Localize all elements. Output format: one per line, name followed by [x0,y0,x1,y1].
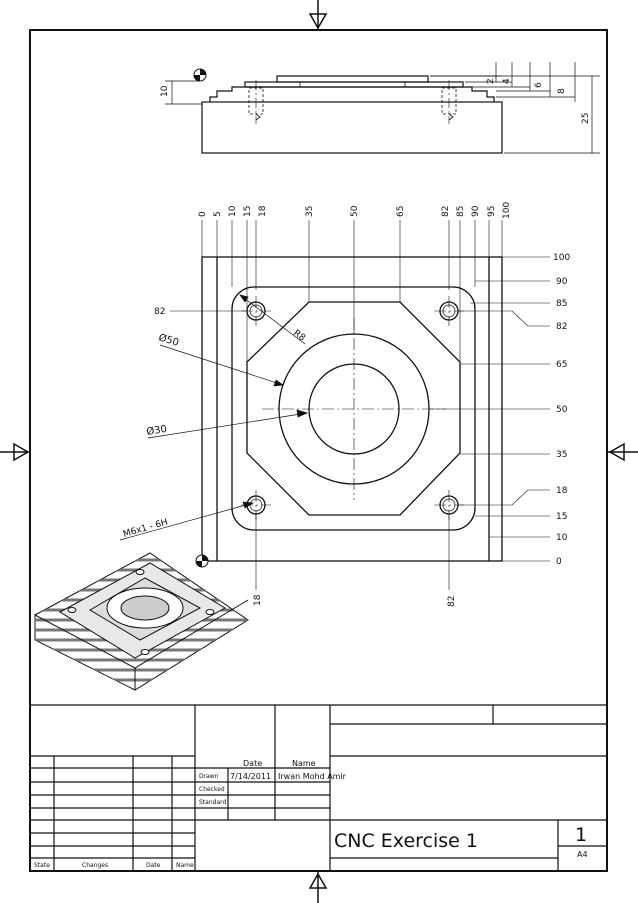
dim-8: 8 [557,88,567,94]
y-tick: 50 [556,405,568,415]
y-tick: 82 [556,322,567,332]
y-tick: 85 [556,299,567,309]
dim-2: 2 [486,78,496,84]
drawn-label: Drawn [199,773,219,780]
x-tick: 0 [198,211,208,217]
rev-state-header: State [34,862,50,869]
side-view [201,75,503,154]
x-tick: 100 [502,202,512,219]
y-ordinate-leaders [170,256,550,562]
drawing-border [29,29,608,872]
rev-date-header: Date [146,862,161,869]
checked-label: Checked [199,786,225,793]
standard-label: Standard [199,799,226,806]
dim-25: 25 [581,113,591,124]
y-tick: 0 [556,557,562,567]
x-ordinate-leaders [201,220,503,590]
date-header: Date [243,759,262,768]
y-tick: 35 [556,450,567,460]
drawn-name: Irwan Mohd Amir [278,772,347,781]
x-tick: 90 [471,205,481,217]
y-tick: 18 [556,486,568,496]
dim-6: 6 [534,82,544,88]
isometric-view [34,552,249,691]
radius-label: R8 [291,328,307,343]
x-tick: 10 [228,205,238,217]
x-tick: 85 [456,206,466,217]
leader-lines [119,294,309,541]
x-tick-labels: 0 5 10 15 18 35 50 65 82 85 90 95 100 18… [198,202,512,607]
dim-82-left: 82 [154,307,165,317]
x-tick: 18 [258,205,268,217]
y-tick-labels: 100 90 85 82 65 50 35 18 15 10 0 [553,253,570,567]
sheet-number: 1 [575,824,587,846]
side-view-dimensions [165,62,600,154]
x-tick: 65 [396,206,406,217]
drawn-date: 7/14/2011 [230,772,271,781]
x-tick: 50 [350,205,360,217]
diameter-50-label: Ø50 [157,331,180,349]
diameter-30-label: Ø30 [146,423,168,438]
rev-changes-header: Changes [82,862,108,869]
datum-symbol-top [193,68,207,82]
paper-size: A4 [577,850,588,859]
y-tick: 15 [556,512,567,522]
thread-label: M6x1 - 6H [122,518,169,540]
y-tick: 100 [553,253,570,263]
bottom-label-82: 82 [447,596,457,607]
datum-symbol-plan [195,554,209,568]
bottom-label-18: 18 [253,594,263,606]
x-tick: 35 [305,206,315,217]
dim-10-side: 10 [160,85,170,97]
x-tick: 15 [243,206,253,217]
y-tick: 10 [556,533,568,543]
drawing-title: CNC Exercise 1 [334,830,478,852]
title-block [30,704,607,871]
name-header: Name [292,759,316,768]
x-tick: 5 [213,211,223,217]
dim-4: 4 [502,78,512,84]
y-tick: 90 [556,277,568,287]
x-tick: 95 [487,206,497,217]
centre-lines [241,296,464,520]
rev-name-header: Name [176,862,194,869]
y-tick: 65 [556,360,567,370]
x-tick: 82 [441,206,451,217]
